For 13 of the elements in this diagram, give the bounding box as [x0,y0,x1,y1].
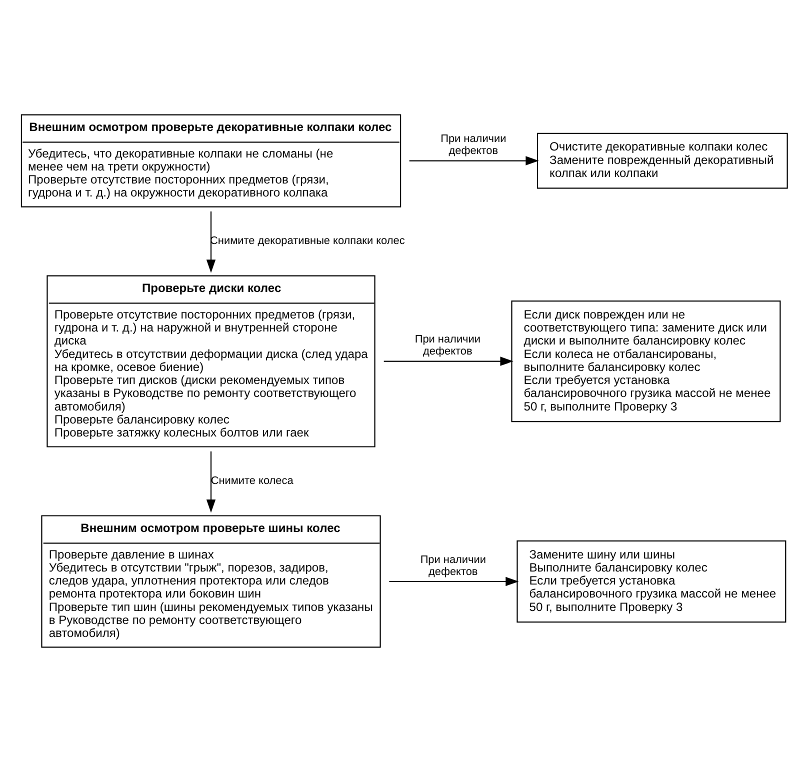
node-box: Замените шину или шины Выполните балансировку колес Если требуется установка балансировочного грузика массой не менее 50 г, выполните Проверку 3 [516,540,786,622]
node-box: Если диск поврежден или не соответствующего типа: замените диск или диски и выполните балансировку колес Если колеса не отбалансированы, выполните балансировку колес Если требуется установка балансировочного грузика массой не менее 50 г, выполните Проверку 3 [511,300,781,422]
edge-label: При наличии дефектов [414,333,480,358]
arrow [384,356,514,366]
arrow [409,156,539,165]
node-box: Очистите декоративные колпаки колес Замените поврежденный декоративный колпак или колпаки [536,132,788,188]
edge-label: При наличии дефектов [420,553,486,578]
arrow [389,576,519,586]
arrow [206,450,216,512]
edge-label: Снимите декоративные колпаки колес [210,234,405,247]
arrow [206,210,216,272]
edge-label: Снимите колеса [210,474,294,486]
edge-label: При наличии дефектов [440,132,506,157]
